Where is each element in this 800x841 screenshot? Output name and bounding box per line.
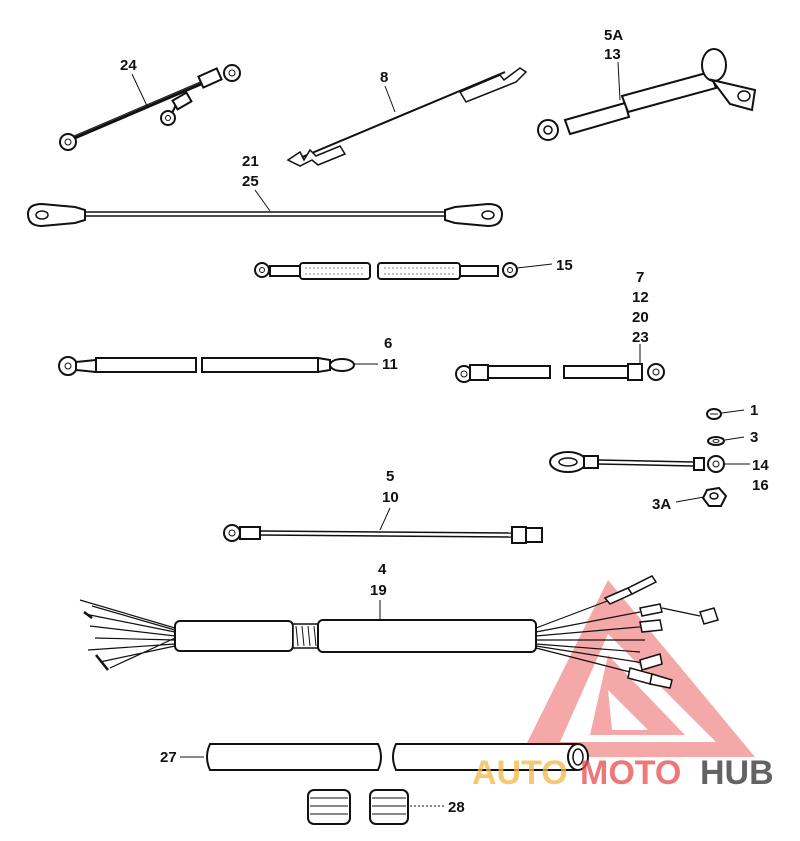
part-6-11-cable — [58, 356, 378, 376]
callout-1: 1 — [750, 402, 758, 419]
callout-5: 5 — [386, 468, 394, 485]
callout-13: 13 — [604, 46, 621, 63]
callout-16: 16 — [752, 477, 769, 494]
part-27-tube — [180, 743, 589, 771]
callout-15: 15 — [556, 257, 573, 274]
part-5-10-wire — [223, 507, 543, 544]
part-8-wire — [286, 67, 528, 167]
callout-24: 24 — [120, 57, 137, 74]
callout-19: 19 — [370, 582, 387, 599]
part-24-cable — [59, 64, 241, 151]
callout-12: 12 — [632, 289, 649, 306]
callout-3a: 3A — [652, 496, 671, 513]
callout-11: 11 — [382, 356, 398, 373]
part-1-screw — [706, 408, 745, 420]
watermark-auto: AUTO — [472, 754, 568, 792]
part-7-12-20-23-cable — [455, 344, 665, 383]
watermark-moto: MOTO — [580, 754, 681, 792]
watermark-logo: AUTO MOTO HUB — [472, 754, 774, 792]
callout-21: 21 — [242, 153, 259, 170]
callout-25: 25 — [242, 173, 259, 190]
part-14-16-wire — [549, 451, 750, 473]
callout-5a: 5A — [604, 27, 623, 44]
callout-3: 3 — [750, 429, 758, 446]
part-3a-nut — [675, 486, 728, 507]
part-28-sleeves — [307, 789, 444, 825]
part-5a-13-boot-terminal — [537, 48, 757, 141]
callout-6: 6 — [384, 335, 392, 352]
callout-8: 8 — [380, 69, 388, 86]
watermark-triangle — [520, 580, 755, 757]
callout-7: 7 — [636, 269, 644, 286]
callout-20: 20 — [632, 309, 649, 326]
part-4-19-wiring-harness — [79, 575, 719, 689]
part-21-25-ground-strap — [26, 189, 504, 228]
callout-28: 28 — [448, 799, 465, 816]
callout-23: 23 — [632, 329, 649, 346]
part-15-cable — [254, 262, 553, 280]
callout-14: 14 — [752, 457, 769, 474]
callout-27: 27 — [160, 749, 177, 766]
part-3-washer — [707, 436, 745, 446]
callout-10: 10 — [382, 489, 399, 506]
callout-4: 4 — [378, 561, 387, 578]
watermark-hub: HUB — [700, 754, 774, 792]
